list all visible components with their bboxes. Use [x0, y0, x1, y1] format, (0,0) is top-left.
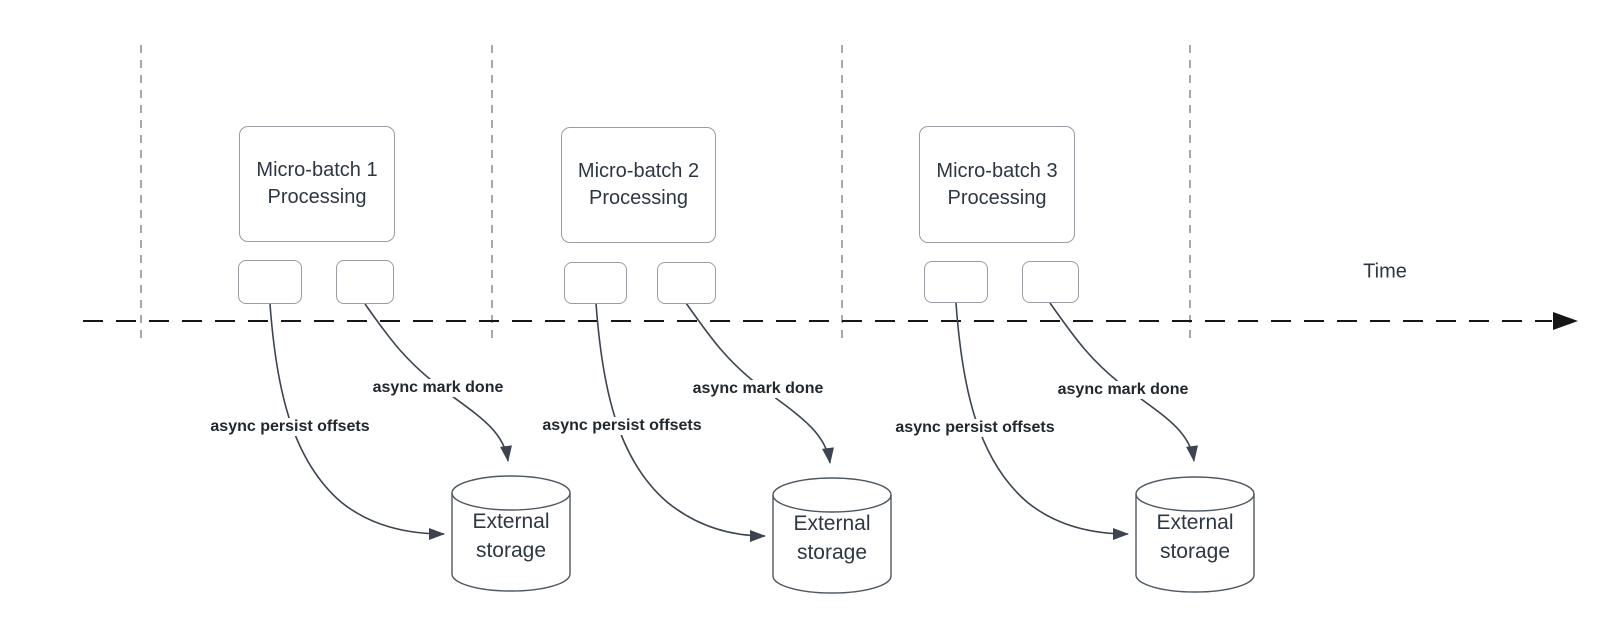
batch-3-persist-task-box — [924, 261, 988, 303]
batch-2-persist-task-box — [564, 262, 627, 304]
time-axis-arrowhead-icon — [1553, 312, 1578, 330]
persist-offsets-label-2: async persist offsets — [539, 417, 705, 435]
external-storage-label-1: External storage — [452, 507, 570, 565]
external-storage-label-2: External storage — [773, 509, 891, 567]
persist-offsets-arrow-2 — [595, 302, 766, 542]
micro-batch-3-title-line2: Processing — [947, 186, 1047, 209]
persist-offsets-label-3: async persist offsets — [892, 419, 1058, 437]
external-storage-2-line1: External — [793, 512, 871, 535]
batch-3-done-task-box — [1022, 261, 1079, 303]
mark-done-label-2: async mark done — [689, 380, 827, 398]
external-storage-cylinder-1 — [451, 475, 571, 592]
micro-batch-2-title-line2: Processing — [589, 187, 688, 209]
micro-batch-2-title-line1: Micro-batch 2 — [577, 160, 700, 182]
external-storage-cylinder-2 — [772, 477, 892, 594]
micro-batch-1-title-line2: Processing — [267, 186, 367, 208]
external-storage-3-line2: storage — [1159, 540, 1231, 563]
persist-offsets-label-1: async persist offsets — [207, 418, 373, 436]
external-storage-label-3: External storage — [1136, 508, 1254, 566]
external-storage-3-line1: External — [1156, 511, 1234, 534]
external-storage-2-line2: storage — [796, 541, 868, 564]
batch-1-done-task-box — [336, 260, 394, 304]
micro-batch-3-processing-box: Micro-batch 3 Processing — [919, 126, 1075, 243]
external-storage-1-line1: External — [472, 510, 550, 533]
batch-2-done-task-box — [657, 262, 716, 304]
micro-batch-1-title-line1: Micro-batch 1 — [256, 159, 378, 181]
mark-done-label-1: async mark done — [369, 379, 507, 397]
mark-done-label-3: async mark done — [1054, 381, 1192, 399]
persist-offsets-arrow-1 — [269, 303, 445, 540]
micro-batch-3-title-line1: Micro-batch 3 — [936, 159, 1058, 182]
external-storage-cylinder-3 — [1135, 476, 1255, 593]
persist-offsets-arrow-3 — [955, 302, 1129, 540]
batch-1-persist-task-box — [238, 260, 302, 304]
micro-batch-1-processing-box: Micro-batch 1 Processing — [239, 126, 395, 242]
external-storage-1-line2: storage — [475, 539, 547, 562]
micro-batch-2-processing-box: Micro-batch 2 Processing — [561, 127, 716, 243]
time-axis-label: Time — [1363, 260, 1407, 283]
